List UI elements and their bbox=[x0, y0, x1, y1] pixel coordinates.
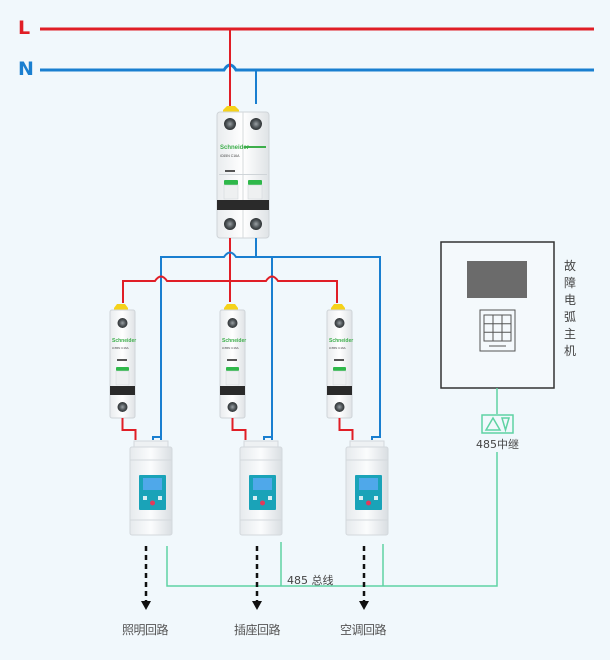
arc-fault-detector bbox=[345, 440, 389, 536]
lcd-screen bbox=[253, 478, 272, 490]
live-branch-wire bbox=[231, 418, 247, 440]
handle-icon bbox=[333, 367, 346, 371]
lcd-screen bbox=[359, 478, 378, 490]
repeater-down-triangle-icon bbox=[501, 417, 510, 433]
arrow-down-icon bbox=[359, 601, 369, 610]
main-breaker: Schneider iC65N C16A bbox=[216, 106, 270, 239]
keypad-icon bbox=[479, 309, 516, 352]
circuit-label-socket: 插座回路 bbox=[234, 623, 281, 637]
neutral-branch-wire bbox=[152, 432, 162, 440]
host-label: 故障电弧主机 bbox=[563, 258, 577, 360]
host-label-char: 障 bbox=[563, 276, 576, 290]
main-feed-wires bbox=[229, 29, 257, 108]
rs485-wiring bbox=[166, 388, 514, 587]
screw-icon bbox=[227, 318, 238, 328]
indicator-led-icon bbox=[150, 500, 155, 506]
brand-logo: Schneider bbox=[222, 338, 246, 344]
brand-logo: Schneider bbox=[329, 338, 353, 344]
branch-breaker: Schneider iC65N C16A bbox=[219, 304, 246, 419]
neutral-branch-wire bbox=[263, 432, 273, 440]
brand-logo: Schneider bbox=[112, 338, 136, 344]
distribution-wires bbox=[122, 238, 381, 440]
host-display bbox=[467, 261, 527, 298]
host-label-char: 弧 bbox=[563, 310, 576, 324]
branch-breaker: Schneider iC65N C16A bbox=[109, 304, 136, 419]
screw-icon bbox=[250, 118, 262, 130]
indicator-led-icon bbox=[260, 500, 265, 506]
bus-lines bbox=[40, 27, 594, 72]
brand-logo: Schneider bbox=[220, 145, 250, 151]
arc-fault-detector bbox=[239, 440, 283, 536]
host-label-char: 故 bbox=[563, 259, 576, 273]
handle-icon bbox=[226, 367, 239, 371]
host-label-char: 电 bbox=[563, 293, 576, 307]
circuit-label-lighting: 照明回路 bbox=[122, 623, 169, 637]
neutral-bus-label: N bbox=[18, 58, 34, 80]
neutral-bus bbox=[40, 63, 594, 72]
live-distribution bbox=[122, 275, 338, 303]
screw-icon bbox=[224, 218, 236, 230]
arc-fault-detector bbox=[129, 440, 173, 536]
screw-icon bbox=[334, 402, 345, 412]
circuit-label-aircon: 空调回路 bbox=[340, 623, 387, 637]
model-text: iC65N C16A bbox=[220, 154, 240, 158]
live-branch-wire bbox=[338, 418, 354, 440]
indicator-led-icon bbox=[366, 500, 371, 506]
handle-icon bbox=[224, 180, 238, 185]
repeater-up-triangle-icon bbox=[484, 416, 502, 431]
model-text: iC65N C16A bbox=[112, 346, 129, 350]
branch-breaker: Schneider iC65N C16A bbox=[326, 304, 353, 419]
repeater-label: 485中继 bbox=[475, 436, 520, 452]
arrow-down-icon bbox=[252, 601, 262, 610]
screw-icon bbox=[250, 218, 262, 230]
rs485-bus-line bbox=[166, 452, 498, 587]
load-arrows bbox=[141, 546, 369, 610]
neutral-branch-wire bbox=[371, 432, 381, 440]
live-branch-wire bbox=[121, 418, 137, 440]
live-bus-label: L bbox=[18, 17, 31, 39]
host-label-char: 机 bbox=[563, 344, 576, 358]
screw-icon bbox=[117, 318, 128, 328]
screw-icon bbox=[117, 402, 128, 412]
model-text: iC65N C16A bbox=[329, 346, 346, 350]
handle-icon bbox=[116, 367, 129, 371]
lcd-screen bbox=[143, 478, 162, 490]
screw-icon bbox=[227, 402, 238, 412]
host-label-char: 主 bbox=[563, 327, 576, 341]
screw-icon bbox=[224, 118, 236, 130]
neutral-distribution bbox=[160, 251, 381, 440]
handle-icon bbox=[248, 180, 262, 185]
model-text: iC65N C16A bbox=[222, 346, 239, 350]
arrow-down-icon bbox=[141, 601, 151, 610]
arc-fault-host bbox=[440, 241, 555, 389]
rs485-bus-label: 485 总线 bbox=[287, 574, 334, 587]
screw-icon bbox=[334, 318, 345, 328]
